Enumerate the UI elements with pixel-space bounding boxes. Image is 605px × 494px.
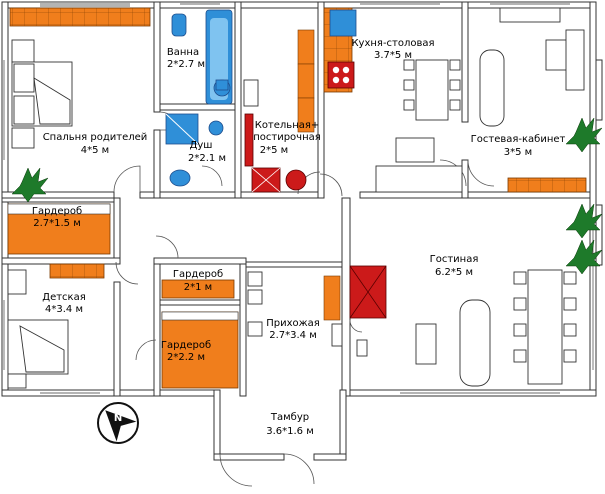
svg-text:2*2.7 м: 2*2.7 м	[167, 59, 205, 70]
plant-icon	[565, 239, 603, 275]
room-label-kitchen: Кухня-столовая 3.7*5 м	[351, 38, 434, 61]
hall-wardrobes-furniture	[161, 271, 343, 389]
svg-text:4*5 м: 4*5 м	[81, 145, 109, 156]
svg-text:2*1 м: 2*1 м	[184, 282, 212, 293]
room-label-wardrobe-small: Гардероб 2*1 м	[173, 269, 223, 293]
north-arrow-icon: N	[97, 402, 139, 444]
boiler-room-fixtures	[244, 29, 315, 193]
shower-fixtures	[165, 113, 224, 187]
kitchen-furniture	[323, 7, 463, 193]
kids-room-furniture	[7, 263, 105, 389]
svg-text:Гостиная: Гостиная	[430, 254, 479, 265]
svg-text:2.7*3.4 м: 2.7*3.4 м	[269, 330, 317, 341]
svg-text:Прихожая: Прихожая	[266, 318, 320, 329]
svg-text:Гардероб: Гардероб	[161, 340, 211, 351]
svg-text:постирочная: постирочная	[253, 132, 321, 143]
room-label-wardrobe-medium: Гардероб 2*2.2 м	[161, 340, 211, 363]
svg-text:Кухня-столовая: Кухня-столовая	[351, 38, 434, 49]
walls	[1, 1, 603, 461]
svg-text:2*2.1 м: 2*2.1 м	[188, 153, 226, 164]
svg-text:Тамбур: Тамбур	[270, 412, 309, 423]
plant-icon	[565, 117, 603, 153]
svg-text:Ванна: Ванна	[167, 47, 199, 58]
plant-icon	[565, 203, 603, 239]
living-room-furniture	[349, 265, 577, 387]
svg-text:2.7*1.5 м: 2.7*1.5 м	[33, 218, 81, 229]
room-label-kids: Детская 4*3.4 м	[42, 292, 85, 315]
room-label-vestibule: Тамбур 3.6*1.6 м	[266, 412, 314, 437]
svg-text:Душ: Душ	[190, 140, 213, 151]
svg-text:Гостевая-кабинет: Гостевая-кабинет	[471, 134, 566, 145]
room-label-parents-bedroom: Спальня родителей 4*5 м	[43, 132, 148, 156]
plant-icon	[11, 167, 49, 203]
svg-text:3.6*1.6 м: 3.6*1.6 м	[266, 426, 314, 437]
svg-text:6.2*5 м: 6.2*5 м	[435, 267, 473, 278]
svg-text:Детская: Детская	[42, 292, 85, 303]
wardrobe-big-furniture	[7, 203, 111, 255]
room-label-boiler: Котельная+ постирочная 2*5 м	[253, 120, 321, 156]
svg-text:3*5 м: 3*5 м	[504, 147, 532, 158]
svg-text:2*2.2 м: 2*2.2 м	[167, 352, 205, 363]
bath-fixtures	[171, 9, 259, 107]
svg-text:3.7*5 м: 3.7*5 м	[374, 50, 412, 61]
parents-bedroom-furniture	[9, 7, 151, 149]
svg-text:4*3.4 м: 4*3.4 м	[45, 304, 83, 315]
guest-room-furniture	[479, 7, 587, 193]
svg-text:Гардероб: Гардероб	[32, 206, 82, 217]
svg-text:Котельная+: Котельная+	[255, 120, 320, 131]
room-label-shower: Душ 2*2.1 м	[188, 140, 226, 164]
room-label-wardrobe-big: Гардероб 2.7*1.5 м	[32, 206, 82, 229]
svg-text:Гардероб: Гардероб	[173, 269, 223, 280]
room-label-guest: Гостевая-кабинет 3*5 м	[471, 134, 566, 158]
compass-label: N	[114, 413, 122, 424]
windows	[3, 3, 594, 394]
room-label-hallway: Прихожая 2.7*3.4 м	[266, 318, 320, 341]
room-label-living: Гостиная 6.2*5 м	[430, 254, 479, 278]
svg-text:Спальня родителей: Спальня родителей	[43, 132, 148, 143]
room-label-bath: Ванна 2*2.7 м	[167, 47, 205, 70]
svg-text:2*5 м: 2*5 м	[260, 145, 288, 156]
